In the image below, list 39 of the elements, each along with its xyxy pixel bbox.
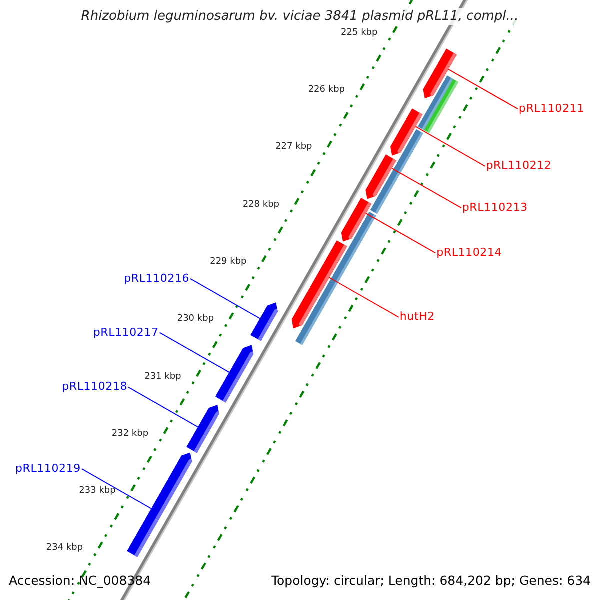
- leader-line: [328, 277, 400, 318]
- gene-feature: [127, 452, 192, 558]
- gene-label: pRL110217: [93, 326, 159, 338]
- scale-label: 229 kbp: [210, 258, 247, 267]
- scale-label: 230 kbp: [177, 315, 214, 324]
- leader-line: [128, 387, 199, 428]
- scale-label: 228 kbp: [242, 200, 280, 210]
- gene-feature: [366, 154, 396, 200]
- gene-label: pRL110216: [124, 272, 190, 284]
- gene-label: pRL110219: [15, 463, 81, 474]
- leader-line: [190, 278, 261, 320]
- gene-feature: [341, 198, 372, 242]
- scale-label: 233 kbp: [79, 487, 116, 496]
- gene-label: pRL110211: [518, 103, 584, 114]
- leader-line: [448, 68, 518, 110]
- scale-label: 232 kbp: [112, 430, 149, 439]
- scale-label: 226 kbp: [308, 86, 345, 96]
- gene-feature: [423, 48, 457, 99]
- leader-line: [159, 332, 230, 373]
- scale-label: 225 kbp: [341, 28, 378, 38]
- gene-feature: [390, 108, 423, 156]
- genome-summary-text: Topology: circular; Length: 684,202 bp; Genes: 634: [272, 575, 591, 588]
- scale-label: 231 kbp: [144, 372, 182, 382]
- scale-label: 234 kbp: [46, 544, 84, 554]
- gene-label: pRL110213: [462, 202, 528, 214]
- gene-feature: [250, 302, 278, 342]
- gene-label: pRL110212: [486, 160, 552, 172]
- gene-feature: [186, 405, 220, 454]
- accession-text: Accession: NC_008384: [9, 575, 152, 588]
- leader-line: [415, 126, 486, 167]
- gene-feature: [292, 240, 348, 329]
- gene-label: pRL110218: [62, 381, 128, 392]
- gene-feature: [215, 345, 254, 403]
- gene-label: pRL110214: [436, 247, 502, 258]
- leader-line: [391, 168, 462, 209]
- scale-label: 227 kbp: [276, 143, 312, 152]
- leader-line: [81, 468, 152, 510]
- leader-line: [366, 213, 436, 254]
- gene-label: hutH2: [400, 311, 435, 322]
